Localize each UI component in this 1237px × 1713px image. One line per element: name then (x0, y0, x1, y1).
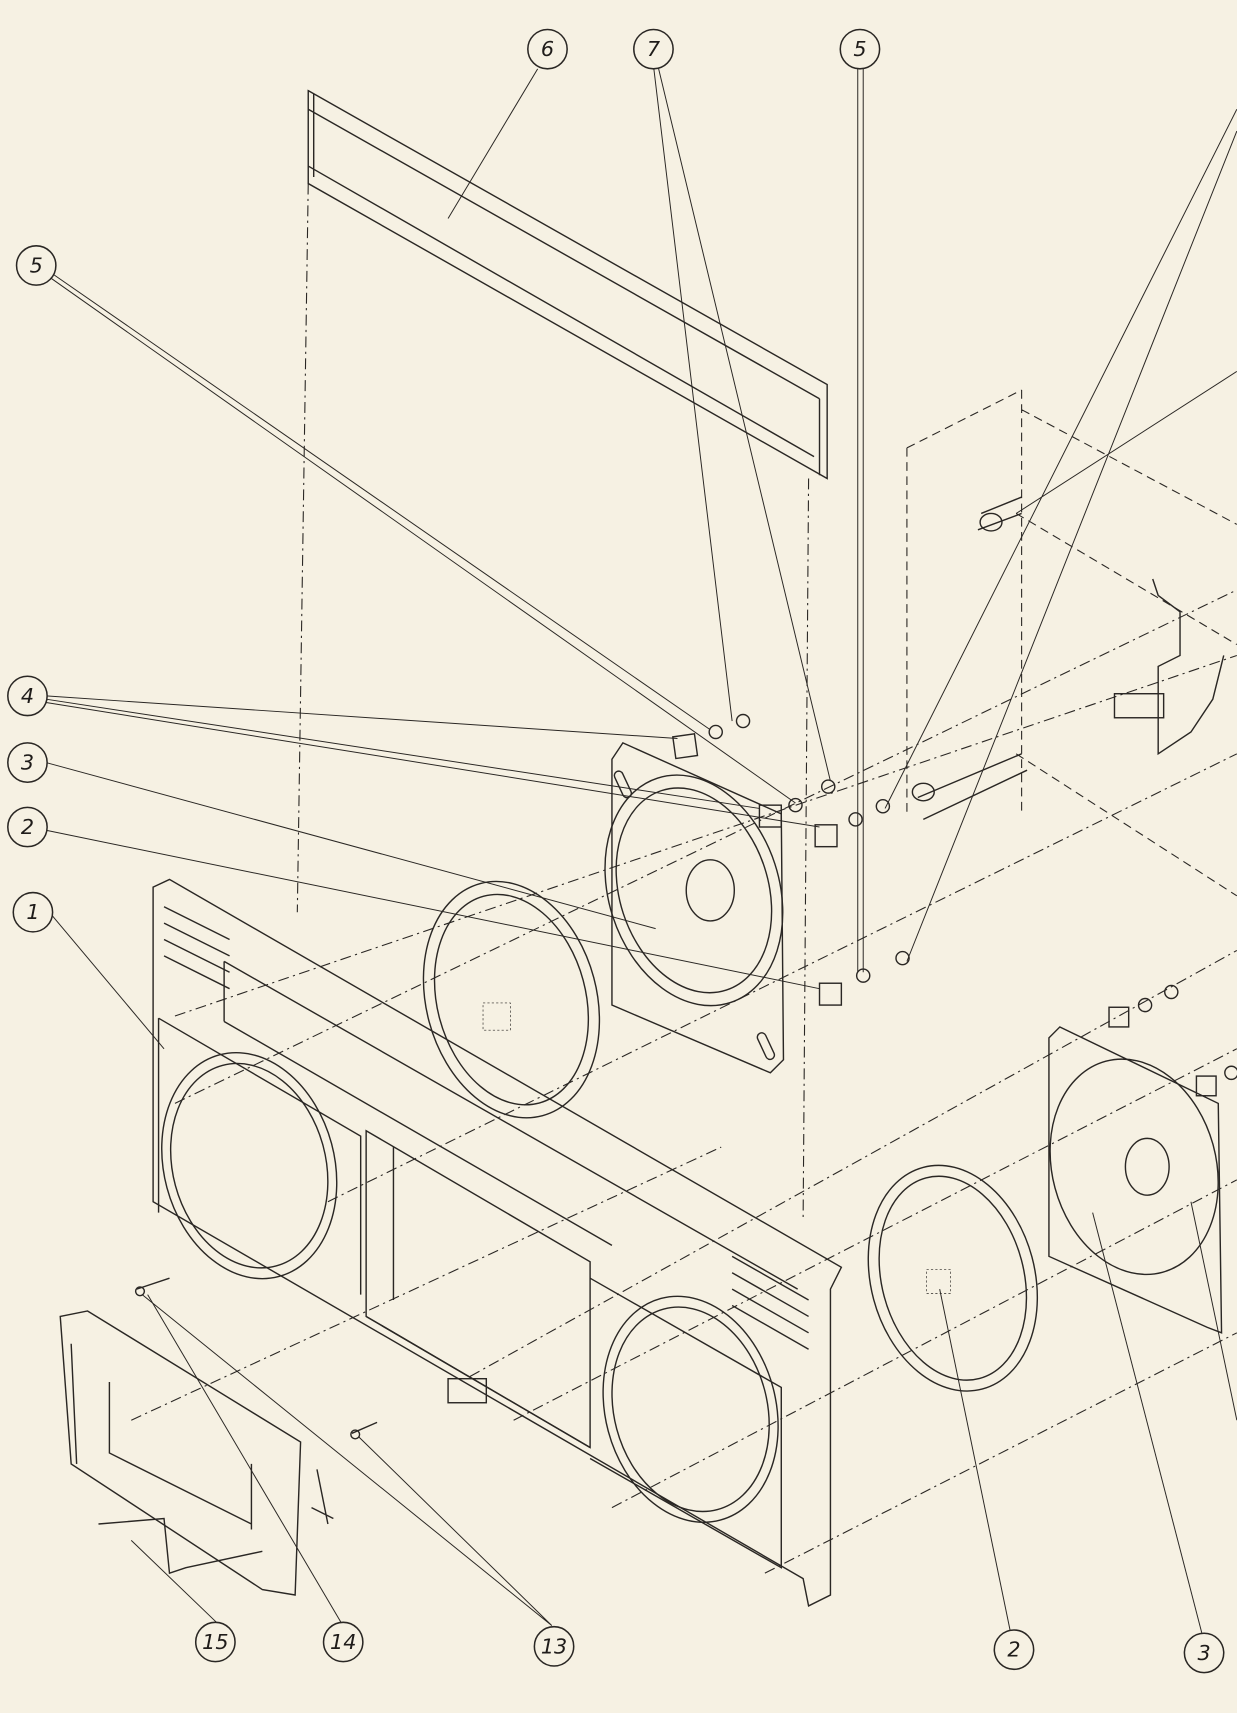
svg-text:7: 7 (647, 37, 661, 61)
screws-part-13 (134, 1277, 378, 1440)
svg-text:2: 2 (21, 815, 34, 839)
callout-7: 7 (633, 28, 674, 70)
callout-5-left: 5 (15, 245, 57, 286)
svg-text:15: 15 (202, 1630, 228, 1654)
chassis-bracket (911, 496, 1225, 820)
leader-lines (45, 65, 1237, 1634)
front-cabinet-part-1 (152, 878, 843, 1607)
speaker-part-3-upper (604, 741, 785, 1074)
callout-3-left: 3 (7, 742, 48, 783)
callout-4: 4 (7, 675, 48, 717)
callout-2-left: 2 (7, 806, 48, 848)
grille-part-2-upper (422, 880, 601, 1119)
callout-15: 15 (194, 1621, 236, 1663)
fasteners (672, 713, 1237, 1097)
callout-1: 1 (12, 891, 54, 933)
svg-text:3: 3 (1197, 1641, 1210, 1665)
projection-lines (131, 183, 1237, 1574)
svg-text:6: 6 (541, 37, 554, 61)
callout-13: 13 (533, 1625, 575, 1667)
speaker-part-3-lower (1048, 1026, 1223, 1334)
lower-panel-part-14 (59, 1310, 334, 1596)
callout-6: 6 (527, 28, 568, 70)
svg-text:5: 5 (30, 253, 43, 277)
callout-2-bottom: 2 (993, 1629, 1035, 1671)
svg-text:2: 2 (1007, 1638, 1020, 1662)
svg-text:1: 1 (26, 900, 39, 924)
top-panel-part-6 (307, 89, 828, 480)
callout-14: 14 (322, 1621, 364, 1663)
callout-5-top: 5 (839, 28, 881, 70)
svg-text:4: 4 (21, 684, 34, 708)
bracket-part-15 (98, 1517, 263, 1575)
svg-text:5: 5 (853, 37, 866, 61)
callout-3-bottom: 3 (1183, 1632, 1225, 1674)
svg-text:13: 13 (541, 1634, 567, 1658)
grille-part-2-lower (867, 1164, 1039, 1392)
svg-text:3: 3 (21, 751, 34, 775)
svg-text:14: 14 (330, 1630, 356, 1654)
